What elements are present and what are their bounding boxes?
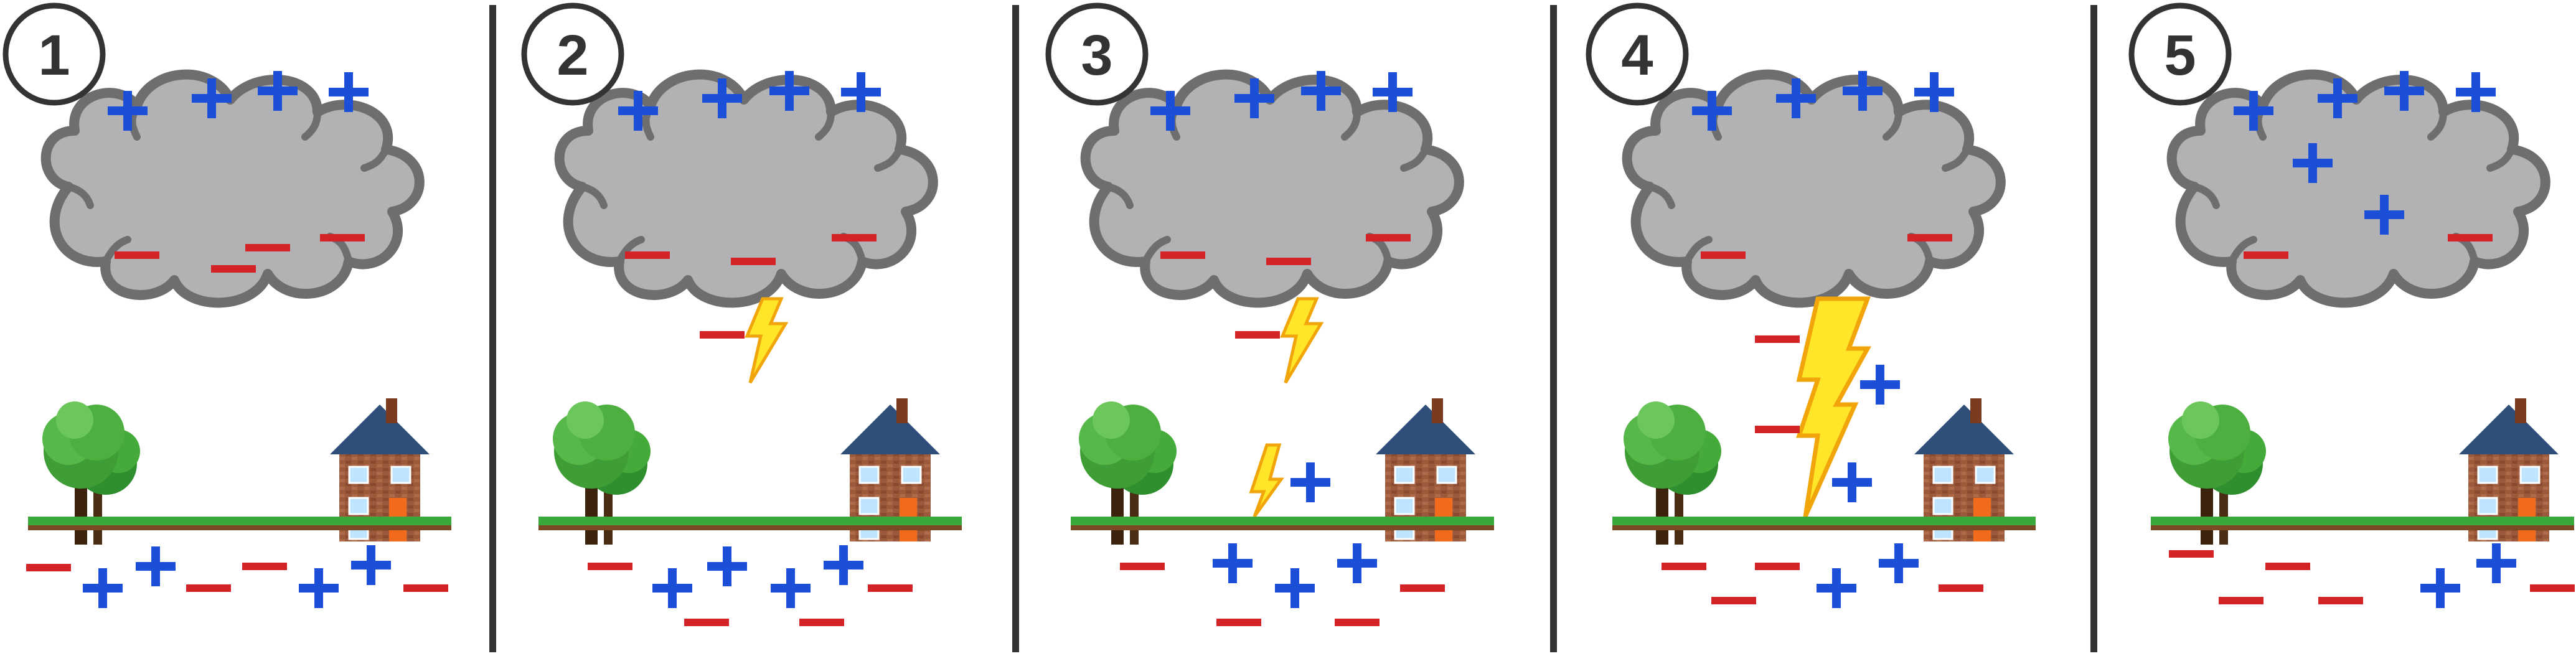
step-badge: 5 — [2128, 2, 2232, 106]
ground-charges — [1120, 543, 1445, 626]
panel-5: 5 — [2128, 2, 2575, 608]
lightning-bolt — [1755, 296, 1900, 518]
ground-charges — [588, 545, 913, 626]
cloud — [1627, 75, 2001, 303]
panel-4: 4 — [1586, 2, 2036, 608]
step-number: 4 — [1621, 24, 1653, 87]
cloud — [1086, 75, 1459, 303]
panel-dividers — [489, 5, 2097, 652]
ground-charges — [2169, 543, 2575, 608]
upward-streamer — [1249, 443, 1330, 518]
cloud — [560, 75, 933, 303]
ground-charges — [1662, 543, 1983, 608]
step-badge: 2 — [521, 2, 624, 106]
step-number: 3 — [1081, 24, 1112, 87]
step-badge: 3 — [1045, 2, 1149, 106]
step-badge: 1 — [2, 2, 106, 106]
panel-1: 1 — [2, 2, 451, 608]
step-badge: 4 — [1586, 2, 1689, 106]
ground — [28, 517, 451, 530]
cloud — [2172, 75, 2545, 303]
step-number: 2 — [557, 24, 588, 87]
step-number: 5 — [2164, 24, 2196, 87]
ground — [2151, 517, 2574, 530]
panel-2: 2 — [521, 2, 962, 626]
ground — [1612, 517, 2036, 530]
stepped-leader — [1235, 297, 1324, 384]
ground — [1071, 517, 1494, 530]
stepped-leader — [700, 297, 789, 384]
ground — [538, 517, 962, 530]
step-number: 1 — [38, 24, 70, 87]
ground-charges — [26, 545, 448, 608]
panel-3: 3 — [1045, 2, 1494, 626]
